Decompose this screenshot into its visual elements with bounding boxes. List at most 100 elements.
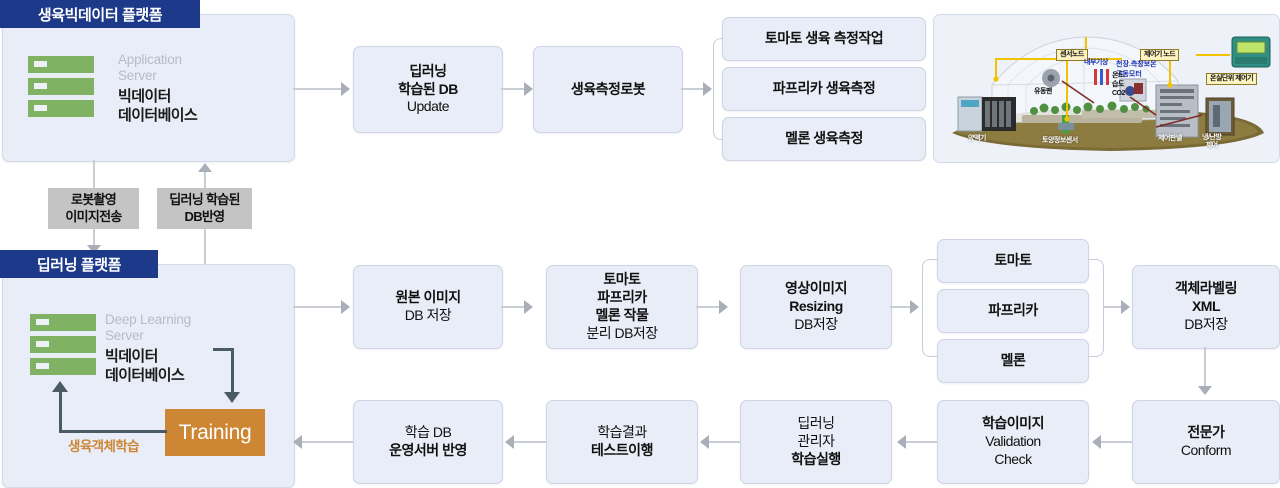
label-growth-object-learning: 생육객체학습 [68, 439, 140, 454]
arrow-to-origin-image [341, 300, 350, 314]
training-label: Training [178, 420, 252, 444]
panel-title-bigdata: 생육빅데이터 플랫폼 [0, 0, 200, 28]
box-line-2: XML [1191, 298, 1221, 315]
box-line-3: 학습실행 [791, 450, 841, 467]
arrow-to-deeplearning-panel [293, 435, 302, 449]
line-resizing-to-branch [890, 306, 916, 308]
line-panel-to-deeplearn-db [293, 88, 342, 90]
line-training-loop-v [59, 392, 62, 432]
box-line-1: 생육측정로봇 [570, 80, 646, 97]
line-test-to-opserver [509, 441, 546, 443]
box-line-1: 딥러닝 [409, 62, 447, 79]
box-branch-paprika: 파프리카 [937, 289, 1089, 333]
box-line-2: 운영서버 반영 [389, 442, 467, 458]
line-db-to-training-v [231, 348, 234, 394]
arrow-to-learning-exec [897, 435, 906, 449]
box-line-3: Update [406, 98, 450, 115]
server-sub-line1: Application [118, 52, 182, 67]
line-opserver-to-panel [299, 441, 353, 443]
box-branch-tomato: 토마토 [937, 239, 1089, 283]
greenhouse-label-fan: 유동팬 [1034, 88, 1052, 95]
box-line-2: 학습된 DB [398, 80, 458, 97]
box-line-1: 학습 DB [404, 424, 452, 441]
server-main-line2: 데이터베이스 [105, 366, 185, 384]
box-learning-result-test: 학습결과 테스트이행 [546, 400, 698, 484]
box-line-1: 전문가 [1187, 424, 1225, 441]
box-line-2: DB 저장 [404, 307, 452, 323]
server-main-line1: 빅데이터 [118, 87, 171, 105]
box-line-2: 파프리카 [597, 289, 647, 306]
server-main-line2: 데이터베이스 [118, 106, 198, 124]
box-training: Training [165, 409, 265, 456]
server-sub-line2: Server [118, 67, 157, 83]
box-line-2: 테스트이행 [591, 442, 653, 458]
line-labeling-to-expert [1204, 347, 1206, 389]
chip-line-1: 로봇촬영 [70, 192, 117, 208]
line-expert-to-validation [1096, 441, 1132, 443]
box-line-4: 분리 DB저장 [586, 324, 658, 341]
box-branch-melon: 멜론 [937, 339, 1089, 383]
line-db-reflect-up [204, 172, 206, 188]
arrow-to-opserver [505, 435, 514, 449]
line-branch-to-labeling [1103, 306, 1127, 308]
box-line-1: 학습이미지 [982, 415, 1044, 432]
server-label-application: Application Server 빅데이터 데이터베이스 [118, 52, 198, 124]
box-learning-db-opserver: 학습 DB 운영서버 반영 [353, 400, 503, 484]
box-line-1: 멜론 생육측정 [785, 130, 863, 147]
server-sub-line2: Server [105, 327, 144, 343]
line-robot-image-down2 [93, 229, 95, 251]
box-crop-split-db: 토마토 파프리카 멜론 작물 분리 DB저장 [546, 265, 698, 349]
arrow-training-loop-up [52, 381, 68, 392]
server-main-line1: 빅데이터 [105, 347, 158, 365]
box-line-1: 토마토 [603, 271, 641, 288]
box-line-1: 객체라벨링 [1175, 280, 1237, 297]
box-image-resizing-db: 영상이미지 Resizing DB저장 [740, 265, 892, 349]
line-robot-image-down [93, 160, 95, 188]
greenhouse-tag-controller-node: 제어기 노드 [1140, 49, 1180, 61]
box-object-labeling-xml: 객체라벨링 XML DB저장 [1132, 265, 1280, 349]
greenhouse-label-internal-weather: 내부기상 [1084, 59, 1108, 66]
server-icon-application [28, 56, 94, 118]
box-line-1: 멜론 [1000, 352, 1026, 369]
box-line-1: 영상이미지 [785, 280, 847, 297]
panel-title-deeplearning: 딥러닝 플랫폼 [0, 250, 158, 278]
arrow-db-to-training [224, 392, 240, 403]
server-icon-deeplearning [30, 314, 96, 376]
greenhouse-label-nutrient: 양액기 [968, 135, 986, 142]
line-robot-to-branch [681, 88, 709, 90]
line-db-to-robot [501, 88, 530, 90]
arrow-to-resizing [719, 300, 728, 314]
arrow-to-labeling [1121, 300, 1130, 314]
box-expert-conform: 전문가 Conform [1132, 400, 1280, 484]
line-validation-to-exec [901, 441, 937, 443]
box-line-2: Conform [1180, 442, 1232, 458]
greenhouse-tag-sensor-node: 센서노드 [1056, 49, 1088, 61]
box-deeplearning-db-update: 딥러닝 학습된 DB Update [353, 46, 503, 133]
box-melon-growth-measure: 멜론 생육측정 [722, 117, 926, 161]
line-panel-to-origin-image [293, 306, 342, 308]
arrow-robot-image-down [87, 245, 101, 254]
arrow-db-reflect-up [198, 163, 212, 172]
box-paprika-growth-measure: 파프리카 생육측정 [722, 67, 926, 111]
box-line-3: DB저장 [1184, 315, 1228, 332]
arrow-to-deeplearn-db [341, 82, 350, 96]
server-sub-line1: Deep Learning [105, 312, 191, 327]
box-line-2: 관리자 [797, 433, 835, 450]
chip-robot-image-transfer: 로봇촬영 이미지전송 [48, 188, 139, 229]
bracket-mid-fanout [922, 259, 937, 357]
line-db-reflect-up2 [204, 229, 206, 269]
box-tomato-growth-task: 토마토 생육 측정작업 [722, 17, 926, 61]
server-label-deeplearning: Deep Learning Server 빅데이터 데이터베이스 [105, 312, 191, 384]
box-line-3: DB저장 [794, 315, 838, 332]
arrow-to-robot [524, 82, 533, 96]
box-original-image-db: 원본 이미지 DB 저장 [353, 265, 503, 349]
line-crop-to-resizing [696, 306, 725, 308]
line-db-to-training-h [213, 348, 234, 351]
box-line-1: 원본 이미지 [395, 289, 461, 306]
arrow-to-expert [1198, 386, 1212, 395]
bracket-mid-fanin [1089, 259, 1104, 357]
arrow-to-test [700, 435, 709, 449]
